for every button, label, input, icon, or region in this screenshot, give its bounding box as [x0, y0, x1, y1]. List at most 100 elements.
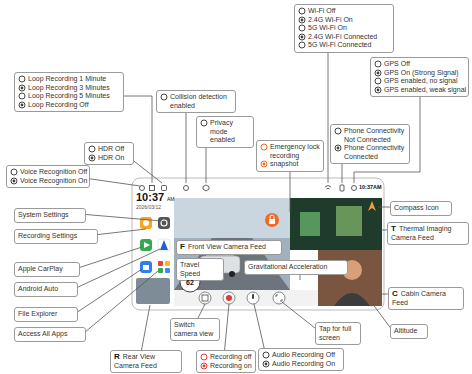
status-icon — [298, 41, 306, 49]
callout-line: Privacy mode enabled — [200, 119, 250, 145]
view-letter: F — [180, 242, 185, 251]
callout-text: GPS enabled, no signal — [384, 77, 465, 86]
callout-box: Privacy mode enabled — [196, 116, 254, 148]
callout-text: HDR Off — [98, 145, 130, 154]
callout-line: 2.4G Wi-Fi On — [298, 16, 390, 25]
callout-text: 2.4G Wi-Fi Connected — [308, 33, 390, 42]
callout-line: Loop Recording 3 Minutes — [18, 84, 120, 93]
callout-line: Loop Recording Off — [18, 101, 120, 110]
callout-line: Recording on — [200, 362, 252, 371]
callout-line: GPS Off — [374, 60, 465, 69]
callout-box: RRear View Camera Feed — [110, 350, 182, 373]
status-icon — [298, 33, 306, 41]
callout-text: Phone Connectivity Connected — [344, 144, 406, 161]
callout-box: Compass Icon — [390, 201, 452, 216]
callout-box: HDR OffHDR On — [84, 142, 134, 165]
callout-text: Cabin Camera Feed — [392, 290, 446, 306]
screen-readout: 2026/03/12 — [136, 205, 161, 210]
callout-text: Android Auto — [18, 285, 74, 294]
callout-text: GPS enabled, weak signal — [384, 86, 465, 95]
callout-text: Apple CarPlay — [18, 265, 76, 274]
callout-box: Recording Settings — [14, 229, 98, 244]
callout-line: Android Auto — [18, 285, 74, 294]
callout-text: Altitude — [394, 327, 424, 336]
status-icon — [374, 77, 382, 85]
status-icon — [334, 144, 342, 152]
callout-line: Audio Recording On — [262, 360, 340, 369]
callout-text: Switch camera view — [174, 321, 216, 338]
callout-text: Privacy mode enabled — [210, 119, 250, 145]
callout-line: 5G Wi-Fi Connected — [298, 41, 390, 50]
callout-text: Voice Recognition Off — [20, 168, 86, 177]
callout-text: Collision detection enabled — [170, 93, 232, 110]
callout-line: Altitude — [394, 327, 424, 336]
callout-line: GPS enabled, no signal — [374, 77, 465, 86]
status-icon — [334, 127, 342, 135]
callout-box: Wi-Fi Off2.4G Wi-Fi On5G Wi-Fi On2.4G Wi… — [294, 4, 394, 53]
callout-text: Recording Settings — [18, 232, 94, 241]
status-icon — [200, 353, 208, 361]
callout-box: System Settings — [14, 208, 86, 223]
status-icon — [262, 351, 270, 359]
callout-box: Loop Recording 1 MinuteLoop Recording 3 … — [14, 72, 124, 112]
status-icon — [18, 101, 26, 109]
callout-box: Travel Speed — [176, 258, 224, 281]
screen-readout: 10:37 — [136, 192, 164, 203]
callout-line: Compass Icon — [394, 204, 448, 213]
callout-box: File Explorer — [14, 307, 78, 322]
callout-box: Altitude — [390, 324, 428, 339]
callout-box: Gravitational Acceleration — [244, 260, 348, 275]
callout-box: TThermal Imaging Camera Feed — [387, 222, 469, 245]
callout-line: CCabin Camera Feed — [392, 290, 460, 307]
callout-line: Voice Recognition Off — [10, 168, 86, 177]
callout-text: Gravitational Acceleration — [248, 263, 344, 272]
callout-line: Recording Settings — [18, 232, 94, 241]
callout-line: File Explorer — [18, 310, 74, 319]
callout-line: Recording off — [200, 353, 252, 362]
status-icon — [18, 92, 26, 100]
callout-text: Emergency lock recording — [270, 143, 320, 160]
callout-text: Front View Camera Feed — [188, 243, 266, 250]
callout-text: 5G Wi-Fi Connected — [308, 41, 390, 50]
callout-text: Tap for full screen — [319, 325, 357, 342]
callout-text: Compass Icon — [394, 204, 448, 213]
callout-text: Voice Recognition On — [20, 177, 86, 186]
status-icon — [260, 143, 268, 151]
callout-box: Switch camera view — [170, 318, 220, 341]
status-icon — [298, 7, 306, 15]
callout-box: GPS OffGPS On (Strong Signal)GPS enabled… — [370, 57, 469, 97]
callout-line: FFront View Camera Feed — [180, 243, 278, 252]
callout-text: HDR On — [98, 154, 130, 163]
status-icon — [298, 16, 306, 24]
callout-text: Loop Recording 3 Minutes — [28, 84, 120, 93]
status-icon — [10, 168, 18, 176]
status-icon — [88, 145, 96, 153]
status-icon — [260, 160, 268, 168]
view-letter: C — [392, 289, 398, 298]
callout-line: 2.4G Wi-Fi Connected — [298, 33, 390, 42]
callout-line: Phone Connectivity Connected — [334, 144, 406, 161]
callout-line: Access All Apps — [18, 330, 82, 339]
callout-line: Wi-Fi Off — [298, 7, 390, 16]
callout-line: Phone Connectivity Not Connected — [334, 127, 406, 144]
callout-line: 5G Wi-Fi On — [298, 24, 390, 33]
callout-line: GPS enabled, weak signal — [374, 86, 465, 95]
callout-text: 5G Wi-Fi On — [308, 24, 390, 33]
callout-box: Voice Recognition OffVoice Recognition O… — [6, 165, 90, 188]
status-icon — [374, 69, 382, 77]
callout-text: snapshot — [270, 160, 320, 169]
callout-text: File Explorer — [18, 310, 74, 319]
status-icon — [18, 84, 26, 92]
callout-line: GPS On (Strong Signal) — [374, 69, 465, 78]
callout-line: RRear View Camera Feed — [114, 353, 178, 370]
status-icon — [10, 177, 18, 185]
callout-text: Access All Apps — [18, 330, 82, 339]
callout-line: HDR On — [88, 154, 130, 163]
callout-line: Emergency lock recording — [260, 143, 320, 160]
callout-text: Loop Recording 1 Minute — [28, 75, 120, 84]
screen-readout: 10:37AM — [359, 185, 382, 191]
callout-line: HDR Off — [88, 145, 130, 154]
callout-line: Gravitational Acceleration — [248, 263, 344, 272]
callout-box: Apple CarPlay — [14, 262, 80, 277]
